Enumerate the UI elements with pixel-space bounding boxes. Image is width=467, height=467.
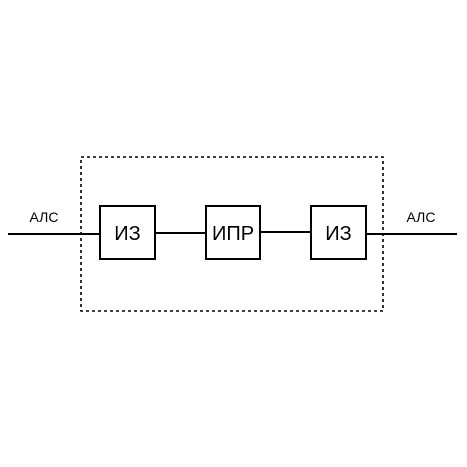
input-label: АЛС — [30, 209, 59, 225]
block-label-ipr: ИПР — [212, 223, 254, 245]
output-label: АЛС — [407, 209, 436, 225]
block-ipr — [205, 205, 261, 260]
block-label-iz-input: ИЗ — [114, 223, 140, 245]
block-iz-output — [310, 205, 367, 260]
block-label-iz-output: ИЗ — [325, 223, 351, 245]
block-iz-input — [99, 205, 156, 260]
